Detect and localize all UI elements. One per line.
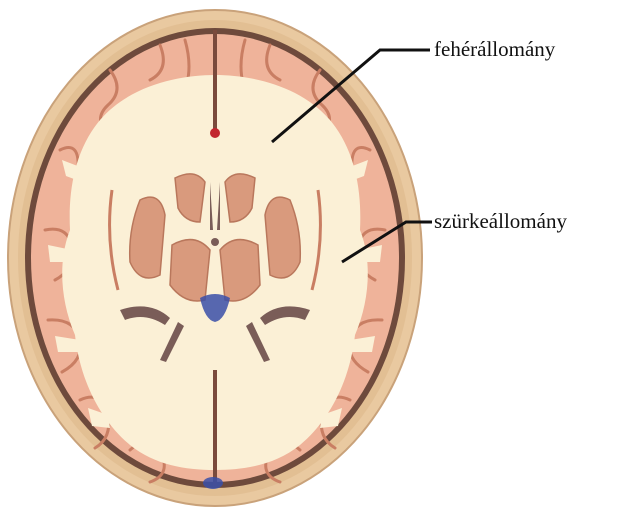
vessel-red (210, 128, 220, 138)
label-white-matter: fehérállomány (434, 37, 556, 61)
label-grey-matter: szürkeállomány (434, 209, 567, 233)
